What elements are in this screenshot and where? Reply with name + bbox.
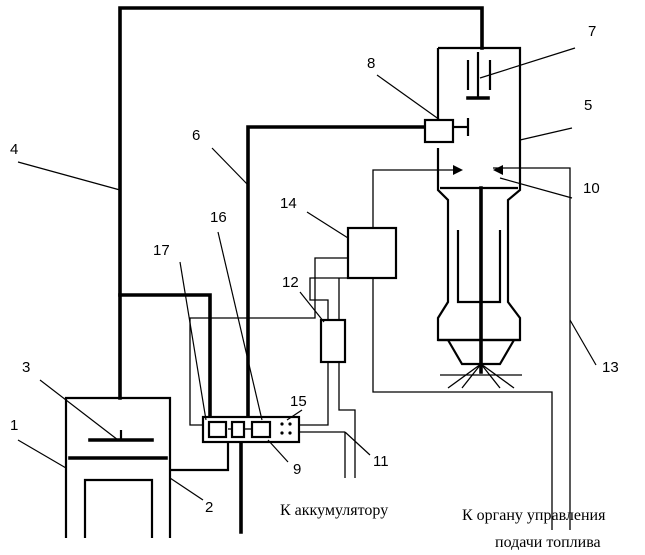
label-12: 12	[282, 274, 299, 291]
label-15: 15	[290, 393, 307, 410]
needle-7	[468, 52, 490, 98]
label-16: 16	[210, 209, 227, 226]
label-3: 3	[22, 359, 30, 376]
label-9: 9	[293, 461, 301, 478]
label-13: 13	[602, 359, 619, 376]
valve-8	[425, 118, 468, 142]
cylinder-1	[66, 398, 170, 538]
caption-fuel-control-line1: К органу управления	[462, 507, 606, 524]
label-8: 8	[367, 55, 375, 72]
label-11: 11	[373, 453, 389, 470]
caption-accumulator: К аккумулятору	[280, 502, 388, 519]
label-4: 4	[10, 141, 18, 158]
valve-block-9	[203, 417, 299, 442]
label-7: 7	[588, 23, 596, 40]
number-labels: 1 2 3 4 5 6 7 8 9 10 11 12 13 14 15 16 1…	[10, 23, 619, 516]
label-6: 6	[192, 127, 200, 144]
pipe-2	[170, 440, 241, 532]
controller-14	[348, 228, 396, 278]
pipe-4	[120, 8, 482, 418]
sensor-12	[321, 320, 345, 362]
label-17: 17	[153, 242, 170, 259]
label-5: 5	[584, 97, 592, 114]
label-2: 2	[205, 499, 213, 516]
caption-fuel-control-line2: подачи топлива	[495, 534, 601, 551]
label-10: 10	[583, 180, 600, 197]
label-1: 1	[10, 417, 18, 434]
label-14: 14	[280, 195, 297, 212]
